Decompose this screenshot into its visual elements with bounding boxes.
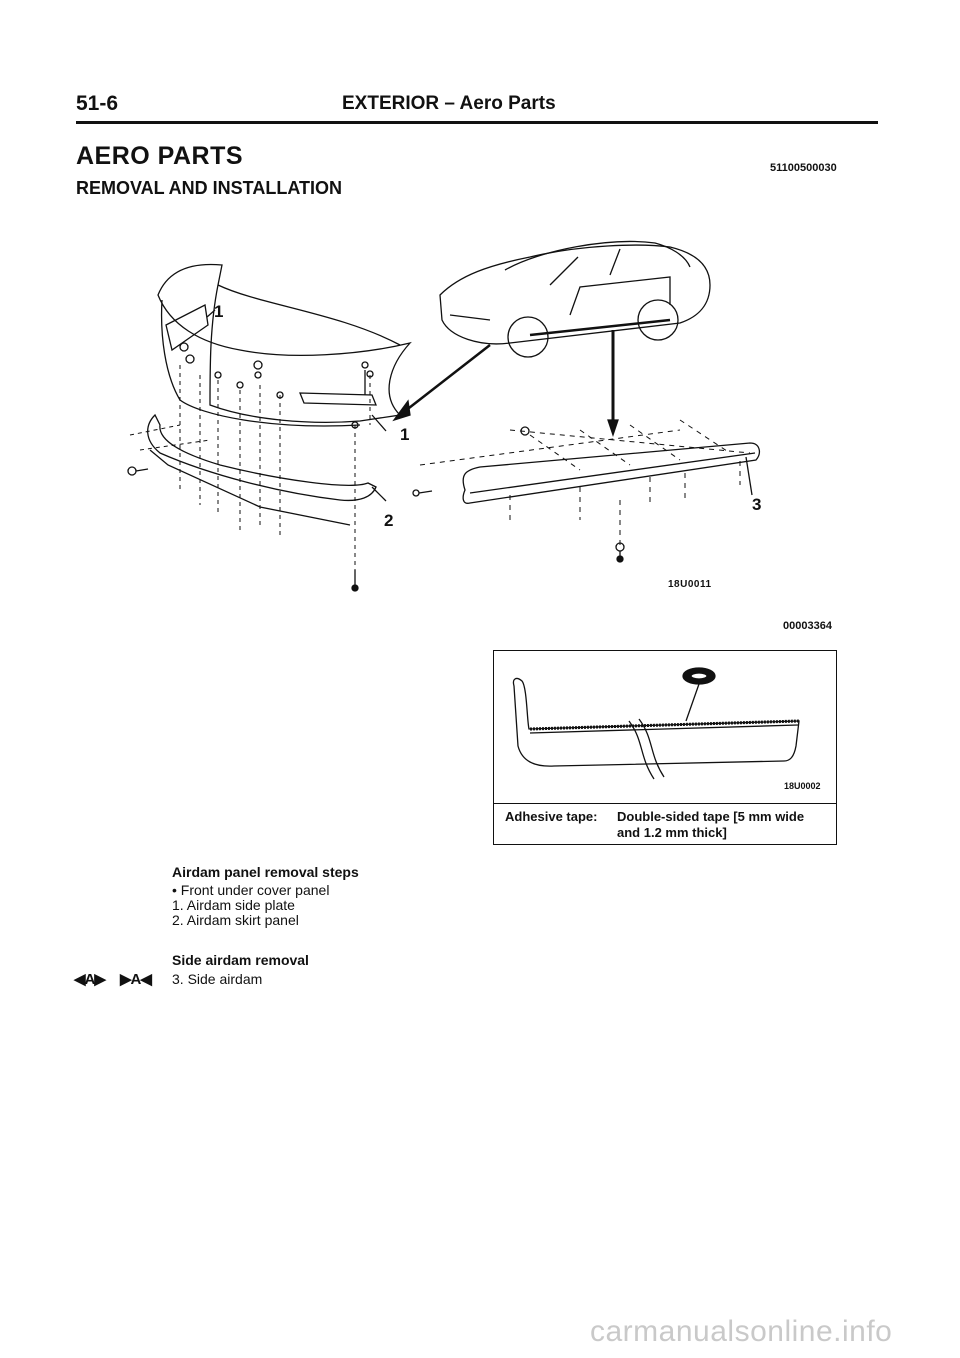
page-number: 51-6 <box>76 92 119 115</box>
tape-spec: Double-sided tape [5 mm wide and 1.2 mm … <box>617 809 805 840</box>
callout-3-side-airdam: 3 <box>752 495 762 514</box>
adhesive-tape-figure: 18U0002 Adhesive tape: Double-sided tape… <box>493 650 837 845</box>
header-title: EXTERIOR – Aero Parts <box>342 93 556 114</box>
tape-figure-code: 18U0002 <box>784 781 821 791</box>
step-item: • Front under cover panel <box>172 882 330 898</box>
tape-caption: Adhesive tape: Double-sided tape [5 mm w… <box>494 803 836 844</box>
airdam-removal-steps-heading: Airdam panel removal steps <box>172 864 359 880</box>
watermark: carmanualsonline.info <box>590 1315 893 1348</box>
section-title: AERO PARTS <box>76 142 244 170</box>
step-item: 1. Airdam side plate <box>172 897 295 913</box>
aero-parts-exploded-diagram <box>127 240 761 592</box>
figure-code: 18U0011 <box>668 579 712 590</box>
section-code: 51100500030 <box>770 162 837 174</box>
callout-1-side-plate: 1 <box>214 302 224 321</box>
step-item: 2. Airdam skirt panel <box>172 912 299 928</box>
removal-marker: ◀A▶ <box>74 971 106 988</box>
step-item: 3. Side airdam <box>172 971 263 987</box>
side-airdam-tape-diagram <box>512 667 800 780</box>
callout-1-bracket: 1 <box>400 425 410 444</box>
installation-marker: ▶A◀ <box>120 971 152 988</box>
figure-reference-number: 00003364 <box>783 620 832 632</box>
subsection-title: REMOVAL AND INSTALLATION <box>76 178 342 198</box>
side-airdam-removal-heading: Side airdam removal <box>172 952 309 968</box>
header-divider <box>76 121 878 124</box>
callout-2-skirt-panel: 2 <box>384 511 394 530</box>
tape-label: Adhesive tape: <box>505 809 598 824</box>
